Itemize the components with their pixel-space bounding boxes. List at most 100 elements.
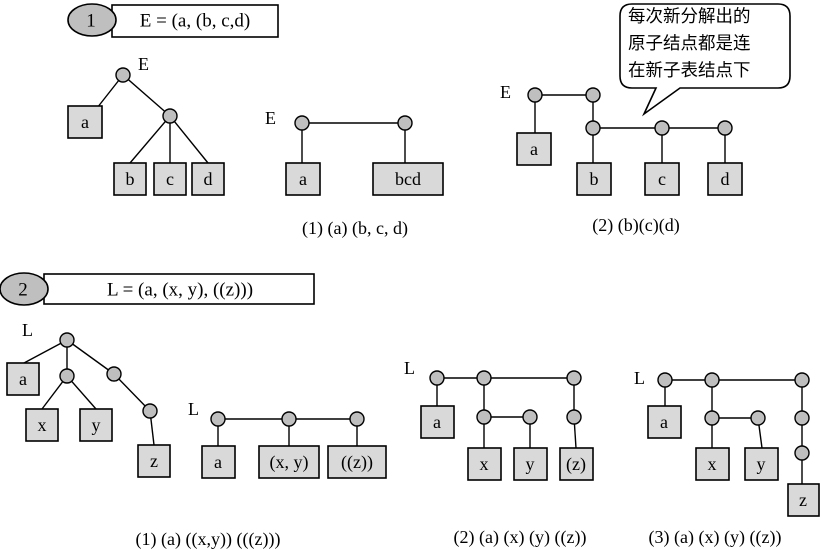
atom-box [285, 162, 321, 196]
step2-1: L a (x, y) ((z)) (1) (a) ((x,y)) (((z))) [136, 399, 387, 550]
atom-text: a [81, 112, 89, 132]
step-label: E [500, 82, 511, 102]
section1-header: 1 E = (a, (b, c,d) [67, 3, 279, 38]
atom-text: x [480, 454, 489, 474]
list-node [794, 372, 810, 388]
list-node [717, 120, 733, 136]
atom-box [707, 162, 743, 196]
list-node [750, 410, 766, 426]
atom-box [695, 447, 730, 481]
list-node [585, 120, 601, 136]
atom-text: c [166, 169, 174, 189]
step-caption: (2) (b)(c)(d) [592, 215, 679, 236]
atom-text: ((z)) [341, 452, 373, 473]
atom-text: (z) [566, 454, 586, 475]
callout-line: 在新子表结点下 [628, 61, 751, 81]
atom-text: y [757, 454, 766, 474]
list-node [657, 372, 673, 388]
tree-node [142, 403, 158, 419]
atom-box [113, 162, 147, 196]
step-caption: (3) (a) (x) (y) ((z)) [649, 527, 782, 548]
atom-text: a [214, 452, 222, 472]
atom-text: x [708, 454, 717, 474]
atom-box [79, 408, 113, 442]
atom-text: b [126, 169, 135, 189]
list-node [397, 115, 413, 131]
formula-1: E = (a, (b, c,d) [140, 11, 250, 32]
formula-2: L = (a, (x, y), ((z))) [107, 280, 253, 301]
atom-text: (x, y) [270, 452, 309, 473]
tree-E: E a b c d [67, 54, 225, 196]
list-node [527, 87, 543, 103]
list-node [704, 410, 720, 426]
atom-text: y [526, 454, 535, 474]
callout-bubble: 每次新分解出的 原子结点都是连 在新子表结点下 [619, 3, 791, 117]
list-node [210, 411, 226, 427]
step-label: L [188, 399, 199, 419]
tree-node [59, 332, 75, 348]
badge-1 [67, 3, 117, 37]
badge-2-number: 2 [18, 280, 28, 301]
list-node [794, 410, 810, 426]
atom-text: a [530, 139, 538, 159]
tree-node [106, 366, 122, 382]
atom-text: a [299, 169, 307, 189]
list-node [429, 370, 445, 386]
atom-box [516, 132, 552, 166]
atom-text: c [658, 169, 666, 189]
atom-box [25, 408, 59, 442]
atom-text: d [721, 169, 730, 189]
atom-text: z [799, 490, 807, 510]
atom-box [137, 444, 171, 478]
list-node [476, 370, 492, 386]
speech-bubble-shape [619, 3, 791, 117]
atom-box [327, 445, 387, 479]
step-label: L [404, 358, 415, 378]
atom-box [201, 445, 236, 479]
tree-label: L [22, 320, 33, 340]
list-node [522, 409, 538, 425]
callout-line: 原子结点都是连 [628, 34, 751, 54]
tree-label: E [138, 54, 149, 74]
list-node [585, 87, 601, 103]
atom-box [644, 162, 680, 196]
atom-box [191, 162, 225, 196]
list-node [476, 409, 492, 425]
tree-L: L a x y z [6, 320, 171, 478]
step1-2: E a b c d (2) (b)(c)(d) [500, 82, 743, 236]
atom-box [153, 162, 187, 196]
tree-node [59, 368, 75, 384]
atom-text: a [433, 412, 441, 432]
step2-2: L a x y (z) (2) (a) (x) (y) ((z)) [404, 358, 594, 548]
atom-box [372, 162, 444, 196]
section2-header: 2 L = (a, (x, y), ((z))) [0, 272, 315, 306]
atom-box [258, 445, 320, 479]
atom-box [787, 483, 820, 517]
list-node [566, 409, 582, 425]
atom-box [467, 447, 502, 481]
step-caption: (1) (a) (b, c, d) [302, 218, 408, 239]
atom-text: d [204, 169, 213, 189]
atom-text: b [590, 169, 599, 189]
tree-node [162, 108, 178, 124]
list-node [281, 411, 297, 427]
atom-box [576, 162, 612, 196]
step2-3: L a x y z (3) (a) (x) (y) ((z)) [634, 368, 820, 548]
atom-text: z [150, 451, 158, 471]
list-node [704, 372, 720, 388]
atom-text: y [92, 415, 101, 435]
list-node [349, 411, 365, 427]
step-caption: (1) (a) ((x,y)) (((z))) [136, 529, 281, 550]
step1-1: E a bcd (1) (a) (b, c, d) [265, 108, 444, 239]
tree-node [115, 67, 131, 83]
atom-text: a [660, 412, 668, 432]
atom-text: a [19, 369, 27, 389]
list-node [566, 370, 582, 386]
atom-box [647, 405, 682, 439]
badge-2 [0, 272, 49, 306]
step-label: E [265, 108, 276, 128]
atom-box [67, 105, 103, 139]
step-label: L [634, 368, 645, 388]
atom-box [559, 447, 594, 481]
